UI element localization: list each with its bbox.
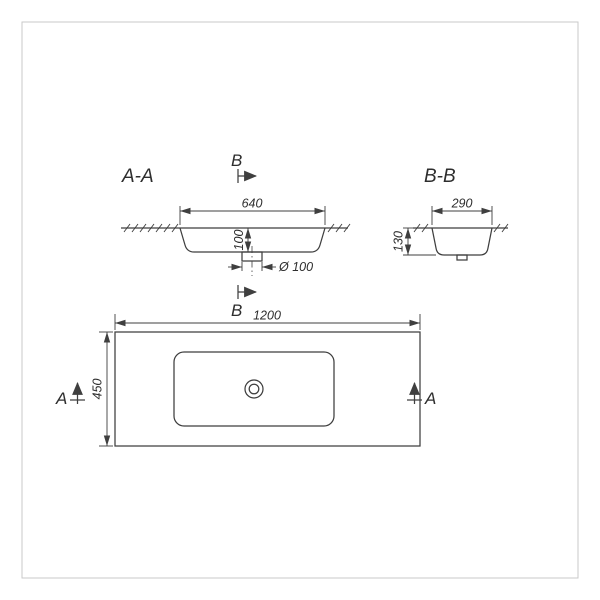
aa-dim-100: 100 [232,228,252,252]
bb-countertop-hatch [413,223,509,233]
plan-drain-outer-circle [244,379,264,399]
b-marker-bottom-label: B [231,301,242,320]
section-aa-label: A-A [121,166,154,187]
section-aa-view: A-A 640 100 [121,166,351,276]
section-bb-view: B-B 290 130 [392,166,509,261]
aa-dim-drain-text: Ø 100 [278,260,313,274]
plan-countertop-rect [114,331,421,447]
plan-dim-1200-text: 1200 [253,309,281,323]
plan-dim-450: 450 [91,331,113,447]
aa-dim-640: 640 [179,197,326,225]
page-frame [21,21,579,579]
aa-dim-640-text: 640 [242,197,263,211]
bb-basin-profile [431,227,493,256]
b-marker-top-label: B [231,151,242,170]
section-a-markers: A A [55,381,436,408]
section-bb-label: B-B [424,166,456,187]
a-marker-left-label: A [55,389,67,408]
aa-basin-profile [179,227,326,253]
plan-dim-450-text: 450 [91,379,105,400]
section-b-markers: B B [231,151,258,320]
plan-view: 1200 450 [91,309,421,447]
bb-dim-130-text: 130 [392,231,406,252]
plan-drain-inner-circle [248,383,260,395]
bb-dim-290-text: 290 [451,197,473,211]
a-marker-right-label: A [424,389,436,408]
bb-dim-130: 130 [392,227,436,256]
aa-dim-100-text: 100 [232,230,246,251]
aa-countertop-hatch [123,223,351,233]
plan-basin-rect [173,351,335,427]
aa-dim-drain: Ø 100 [228,260,313,274]
bb-drain-outlet [456,254,468,261]
bb-dim-290: 290 [431,197,493,225]
plan-dim-1200: 1200 [114,309,421,330]
